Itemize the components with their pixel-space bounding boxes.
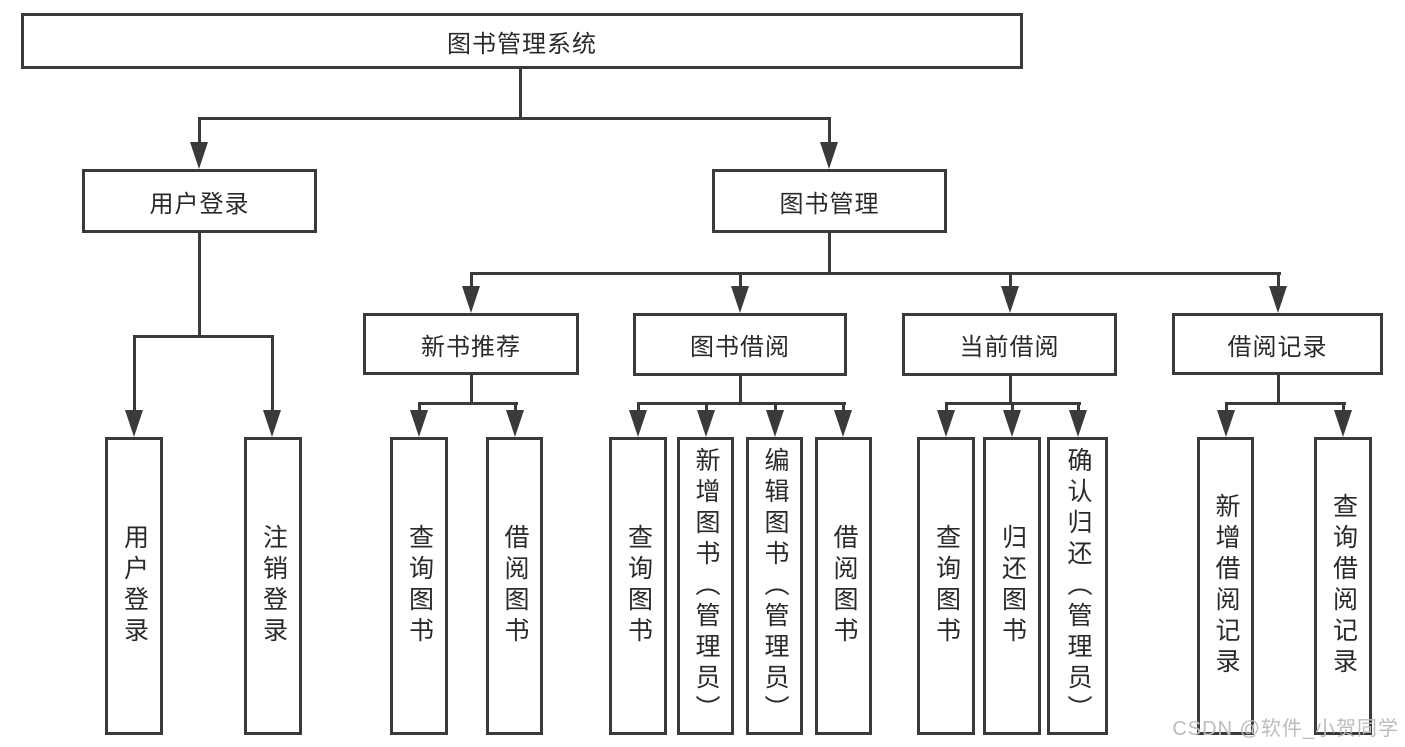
connector: [519, 69, 522, 118]
connector: [470, 272, 1281, 275]
leaf-label: 编辑图书（管理员）: [761, 446, 789, 726]
leaf-label: 新增图书（管理员）: [692, 446, 720, 726]
arrow-down-icon: [697, 410, 715, 437]
connector: [637, 402, 640, 414]
leaf-user-login: 用户登录: [105, 437, 163, 735]
connector: [1009, 376, 1012, 404]
connector: [133, 335, 274, 338]
leaf-add-books-admin: 新增图书（管理员）: [677, 437, 734, 735]
arrow-down-icon: [1001, 286, 1019, 313]
arrow-down-icon: [125, 410, 143, 437]
connector: [705, 402, 708, 414]
arrow-down-icon: [834, 410, 852, 437]
csdn-watermark: CSDN @软件_小贺同学: [1172, 718, 1399, 740]
leaf-label: 注销登录: [259, 524, 288, 648]
connector: [774, 402, 777, 414]
connector: [514, 402, 517, 414]
arrow-down-icon: [731, 286, 749, 313]
connector: [1225, 402, 1346, 405]
leaf-label: 查询图书: [405, 524, 434, 648]
node-label: 图书借阅: [690, 334, 790, 361]
node-new-book-recommend: 新书推荐: [363, 313, 579, 375]
leaf-label: 借阅图书: [830, 524, 858, 648]
connector: [1011, 402, 1014, 414]
leaf-label: 查询图书: [932, 524, 961, 648]
connector: [945, 402, 948, 414]
connector: [828, 117, 831, 145]
arrow-down-icon: [1217, 410, 1235, 437]
leaf-confirm-return-admin: 确认归还（管理员）: [1047, 437, 1108, 735]
node-book-borrow: 图书借阅: [633, 313, 847, 376]
connector: [198, 233, 201, 338]
leaf-query-books-recommend: 查询图书: [390, 437, 448, 735]
arrow-down-icon: [506, 410, 524, 437]
leaf-label: 查询借阅记录: [1329, 493, 1358, 679]
connector: [637, 402, 846, 405]
arrow-down-icon: [1003, 410, 1021, 437]
arrow-down-icon: [629, 410, 647, 437]
node-book-management: 图书管理: [712, 169, 947, 233]
leaf-borrow-books: 借阅图书: [815, 437, 872, 735]
node-label: 当前借阅: [959, 334, 1060, 361]
arrow-down-icon: [410, 410, 428, 437]
connector: [1342, 402, 1345, 414]
connector: [1009, 272, 1012, 288]
leaf-logout: 注销登录: [244, 437, 302, 735]
connector: [133, 335, 136, 413]
node-label: 图书管理: [779, 190, 880, 218]
connector: [470, 375, 473, 405]
arrow-down-icon: [1334, 410, 1352, 437]
node-borrow-records: 借阅记录: [1172, 313, 1383, 375]
arrow-down-icon: [1269, 286, 1287, 313]
leaf-add-borrow-record: 新增借阅记录: [1197, 437, 1254, 735]
arrow-down-icon: [820, 142, 838, 169]
leaf-label: 确认归还（管理员）: [1064, 446, 1092, 726]
node-label: 借阅记录: [1227, 333, 1328, 361]
connector: [198, 117, 831, 120]
leaf-return-books: 归还图书: [983, 437, 1041, 735]
arrow-down-icon: [462, 286, 480, 313]
connector: [198, 117, 201, 145]
connector: [842, 402, 845, 414]
connector: [418, 402, 421, 414]
leaf-borrow-books-recommend: 借阅图书: [486, 437, 543, 735]
node-label: 新书推荐: [421, 333, 521, 361]
node-label: 用户登录: [149, 190, 250, 218]
arrow-down-icon: [766, 410, 784, 437]
leaf-query-books-borrow: 查询图书: [609, 437, 667, 735]
connector: [271, 335, 274, 413]
leaf-query-borrow-record: 查询借阅记录: [1314, 437, 1372, 735]
leaf-query-books-current: 查询图书: [917, 437, 975, 735]
connector: [418, 402, 518, 405]
connector: [828, 233, 831, 274]
connector: [1077, 402, 1080, 414]
leaf-label: 用户登录: [120, 524, 149, 648]
connector: [470, 272, 473, 288]
leaf-edit-books-admin: 编辑图书（管理员）: [746, 437, 803, 735]
leaf-label: 归还图书: [998, 524, 1027, 648]
node-library-system: 图书管理系统: [21, 13, 1023, 69]
arrow-down-icon: [1069, 410, 1087, 437]
connector: [739, 272, 742, 288]
arrow-down-icon: [263, 410, 281, 437]
node-label: 图书管理系统: [447, 30, 597, 58]
connector: [1277, 375, 1280, 404]
arrow-down-icon: [190, 142, 208, 169]
leaf-label: 借阅图书: [501, 524, 529, 648]
node-user-login: 用户登录: [82, 169, 317, 233]
leaf-label: 新增借阅记录: [1212, 493, 1240, 679]
leaf-label: 查询图书: [624, 524, 653, 648]
connector: [739, 376, 742, 404]
connector: [1225, 402, 1228, 414]
connector: [1277, 272, 1280, 288]
node-current-borrow: 当前借阅: [902, 313, 1117, 376]
arrow-down-icon: [937, 410, 955, 437]
